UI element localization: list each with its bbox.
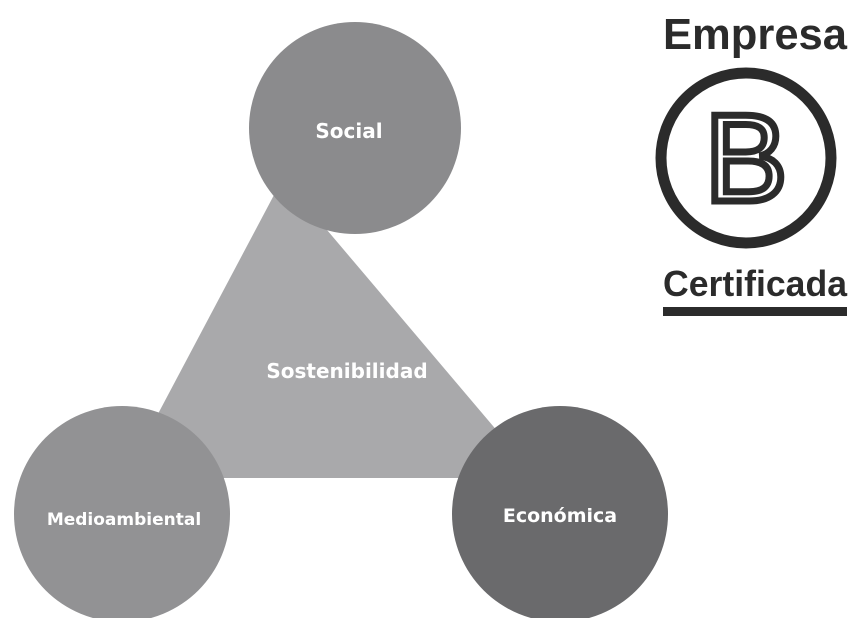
b-corp-logo: Empresa B Certificada <box>655 10 848 316</box>
economic-label: Económica <box>503 505 617 527</box>
logo-b-letter: B <box>705 90 788 228</box>
center-label: Sostenibilidad <box>266 359 427 383</box>
social-label: Social <box>315 119 382 143</box>
social-circle <box>249 22 461 234</box>
logo-underline <box>663 307 847 316</box>
sustainability-triangle <box>124 178 537 478</box>
environmental-circle <box>14 406 230 618</box>
logo-top-text: Empresa <box>663 10 848 59</box>
logo-bottom-text: Certificada <box>663 263 848 304</box>
logo-circle <box>655 67 837 249</box>
environmental-label: Medioambiental <box>47 510 201 530</box>
economic-circle <box>452 406 668 618</box>
